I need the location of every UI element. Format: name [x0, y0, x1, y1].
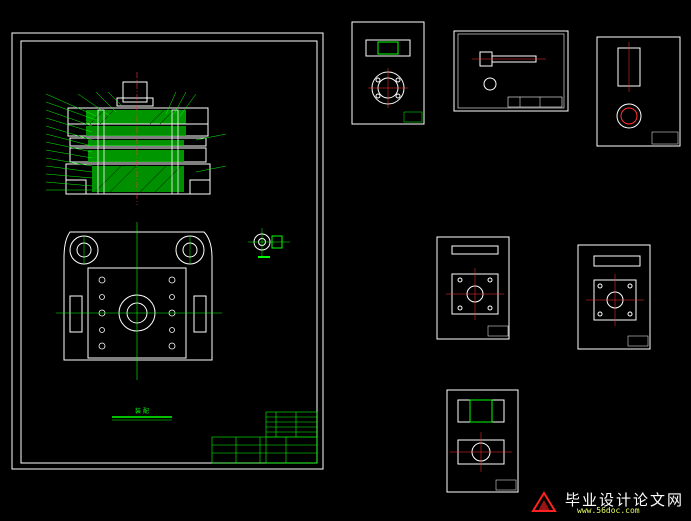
- title-block: [211, 411, 318, 464]
- section-view-top: [45, 72, 227, 205]
- watermark-title: 毕业设计论文网: [565, 491, 685, 509]
- view-title: 装 配: [112, 407, 172, 421]
- part-sheet-2: [453, 30, 569, 112]
- detail-part-view: [248, 228, 290, 258]
- view-title-text: 装 配: [135, 407, 149, 415]
- part-sheet-6: [446, 389, 519, 493]
- part-sheet-3: [596, 36, 681, 147]
- watermark-logo-icon: [531, 491, 557, 512]
- plan-view-bottom: [56, 222, 222, 380]
- watermark: 毕业设计论文网 www.56doc.com: [525, 489, 685, 517]
- part-sheet-4: [436, 236, 510, 340]
- watermark-url: www.56doc.com: [577, 506, 640, 515]
- part-sheet-1: [351, 21, 425, 125]
- main-assembly-sheet: 装 配: [11, 32, 324, 470]
- part-sheet-5: [577, 244, 651, 350]
